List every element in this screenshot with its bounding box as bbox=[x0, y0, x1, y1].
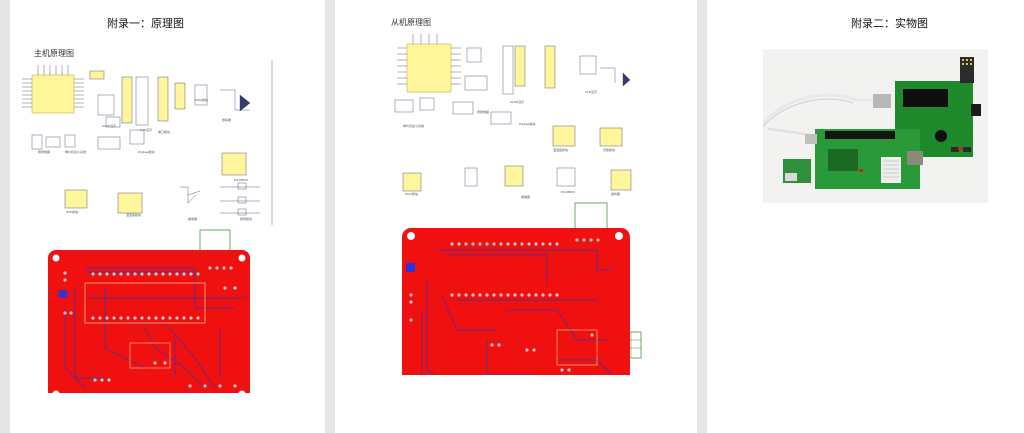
schematic-label: 单片机最小系统 bbox=[403, 124, 425, 128]
schematic-label: 蜂鸣器 bbox=[222, 118, 232, 122]
schematic-label: 光照模块 bbox=[603, 148, 616, 152]
schematic-label: DS18B20 bbox=[561, 190, 575, 194]
schematic-label: LCD显示 bbox=[140, 128, 153, 132]
schematic-label: DS18B20 bbox=[234, 178, 248, 182]
schematic-label: 蜂鸣器 bbox=[611, 192, 621, 196]
slave-schematic bbox=[394, 34, 632, 192]
host-schematic bbox=[22, 60, 273, 225]
document-page-1: 附录一：原理图 主机原理图 bbox=[10, 0, 325, 433]
schematic-label: WiFi模块 bbox=[66, 210, 79, 214]
schematic-label: Zigbee模块 bbox=[138, 150, 155, 154]
schematic-label: OLED显示 bbox=[510, 100, 525, 104]
host-pcb-layout bbox=[48, 229, 250, 393]
schematic-label: 单片机最小系统 bbox=[65, 150, 87, 154]
schematic-label: MQ2模块 bbox=[195, 98, 208, 102]
schematic-label: LCD显示 bbox=[585, 90, 598, 94]
page-title: 附录一：原理图 bbox=[107, 17, 184, 30]
schematic-label: 温湿度模块 bbox=[126, 213, 142, 217]
schematic-label: 串口模块 bbox=[158, 130, 171, 134]
schematic-label: OLED显示 bbox=[102, 124, 117, 128]
document-page-2: 从机原理图 bbox=[335, 0, 697, 433]
schematic-label: 按键电路 bbox=[477, 110, 490, 114]
schematic-caption: 主机原理图 bbox=[34, 49, 74, 58]
hardware-photo bbox=[763, 49, 988, 203]
schematic-label: MQ2模块 bbox=[405, 192, 418, 196]
schematic-label: 按键电路 bbox=[38, 150, 51, 154]
slave-pcb-layout bbox=[402, 202, 642, 375]
schematic-label: 温湿度模块 bbox=[553, 148, 569, 152]
page-title: 附录二：实物图 bbox=[851, 17, 928, 30]
schematic-label: Zigbee模块 bbox=[519, 122, 536, 126]
schematic-label: 继电器 bbox=[521, 195, 531, 199]
document-page-3: 附录二：实物图 bbox=[707, 0, 1024, 433]
schematic-label: 继电器 bbox=[188, 217, 198, 221]
schematic-caption: 从机原理图 bbox=[391, 18, 431, 27]
schematic-label: 按键模块 bbox=[240, 217, 253, 221]
